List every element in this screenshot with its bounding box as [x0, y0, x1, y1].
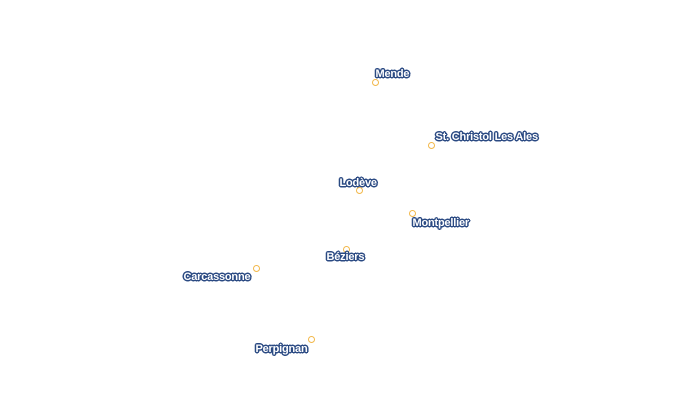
city-label: Montpellier: [412, 216, 470, 229]
city-label: Lodève: [339, 176, 378, 189]
city-label: St. Christol Les Ales: [435, 130, 539, 143]
city-label: Carcassonne: [183, 270, 251, 283]
city-marker[interactable]: [308, 336, 315, 343]
city-marker[interactable]: [428, 142, 435, 149]
city-label: Béziers: [326, 250, 365, 263]
city-marker[interactable]: [356, 187, 363, 194]
city-label: Mende: [375, 67, 410, 80]
city-marker[interactable]: [253, 265, 260, 272]
city-label: Perpignan: [255, 342, 308, 355]
city-marker[interactable]: [372, 79, 379, 86]
city-marker[interactable]: [409, 210, 416, 217]
city-marker[interactable]: [343, 246, 350, 253]
